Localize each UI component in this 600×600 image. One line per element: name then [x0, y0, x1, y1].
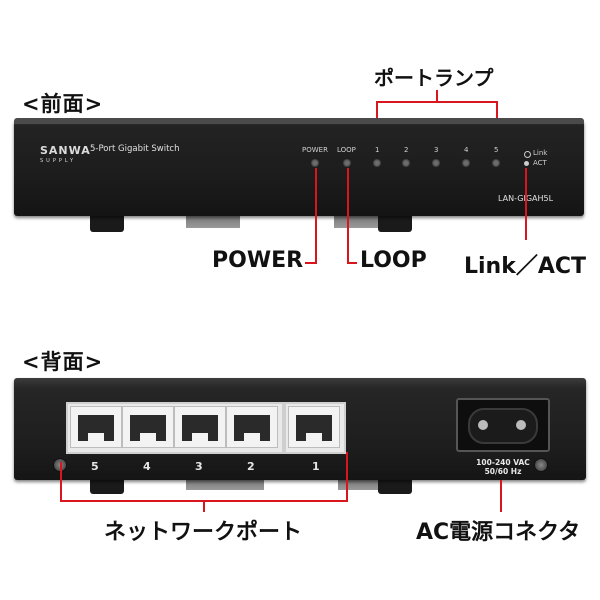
port-number-1: 1 [312, 460, 320, 473]
ethernet-port-5 [70, 406, 122, 448]
screw-right-icon [534, 458, 548, 472]
led-loop [343, 159, 351, 167]
led-loop-label: LOOP [337, 146, 356, 154]
led-power [311, 159, 319, 167]
brand-sub-text: SUPPLY [40, 158, 77, 164]
callout-link-act: Link／ACT [464, 254, 587, 279]
port-number-4: 4 [143, 460, 151, 473]
port-number-5: 5 [91, 460, 99, 473]
callout-power: POWER [212, 248, 304, 273]
ac-rating: 100-240 VAC 50/60 Hz [456, 458, 550, 476]
port-number-3: 3 [195, 460, 203, 473]
callout-port-lamp: ポートランプ [374, 66, 494, 90]
ac-power-inlet [456, 398, 550, 452]
callout-port-lamp-line-h [376, 101, 498, 103]
callout-ac-line [500, 480, 502, 512]
callout-loop: LOOP [360, 248, 427, 273]
rear-section-label: <背面> [22, 350, 104, 374]
led-port-2 [402, 159, 410, 167]
callout-power-line-v [315, 168, 317, 264]
brand-logo: SANWA SUPPLY [40, 144, 91, 164]
front-panel-top-edge [14, 118, 584, 124]
led-port-1-label: 1 [375, 146, 380, 154]
ac-pin-left-icon [478, 420, 488, 430]
callout-link-act-line [525, 168, 527, 240]
led-port-3 [432, 159, 440, 167]
brand-main-text: SANWA [40, 144, 91, 157]
callout-network-line-center [203, 500, 205, 512]
callout-port-lamp-line-v [436, 90, 438, 102]
ethernet-port-3 [174, 406, 226, 448]
led-port-5-label: 5 [494, 146, 499, 154]
led-power-label: POWER [302, 146, 328, 154]
ac-frequency: 50/60 Hz [484, 467, 522, 476]
indicator-act-label: ACT [533, 159, 547, 167]
led-port-5 [492, 159, 500, 167]
callout-network-port: ネットワークポート [104, 520, 303, 545]
callout-loop-line-v [347, 168, 349, 264]
led-port-3-label: 3 [434, 146, 439, 154]
ac-pin-right-icon [516, 420, 526, 430]
act-indicator-icon [524, 161, 529, 166]
callout-network-line-right [346, 452, 348, 502]
indicator-link-label: Link [533, 149, 548, 157]
led-port-4 [462, 159, 470, 167]
callout-loop-line-h [347, 262, 357, 264]
ac-voltage: 100-240 VAC [476, 458, 530, 467]
port-number-2: 2 [247, 460, 255, 473]
front-section-label: <前面> [22, 92, 104, 116]
ethernet-port-1 [288, 406, 340, 448]
ethernet-port-4 [122, 406, 174, 448]
callout-network-line-left [60, 462, 62, 502]
callout-ac-connector: AC電源コネクタ [416, 520, 581, 545]
ethernet-port-2 [226, 406, 278, 448]
model-title: 5-Port Gigabit Switch [90, 144, 180, 154]
led-port-2-label: 2 [404, 146, 409, 154]
link-indicator-icon [524, 151, 531, 158]
led-port-4-label: 4 [464, 146, 469, 154]
callout-power-line-h [305, 262, 317, 264]
front-panel [14, 120, 584, 216]
led-port-1 [373, 159, 381, 167]
